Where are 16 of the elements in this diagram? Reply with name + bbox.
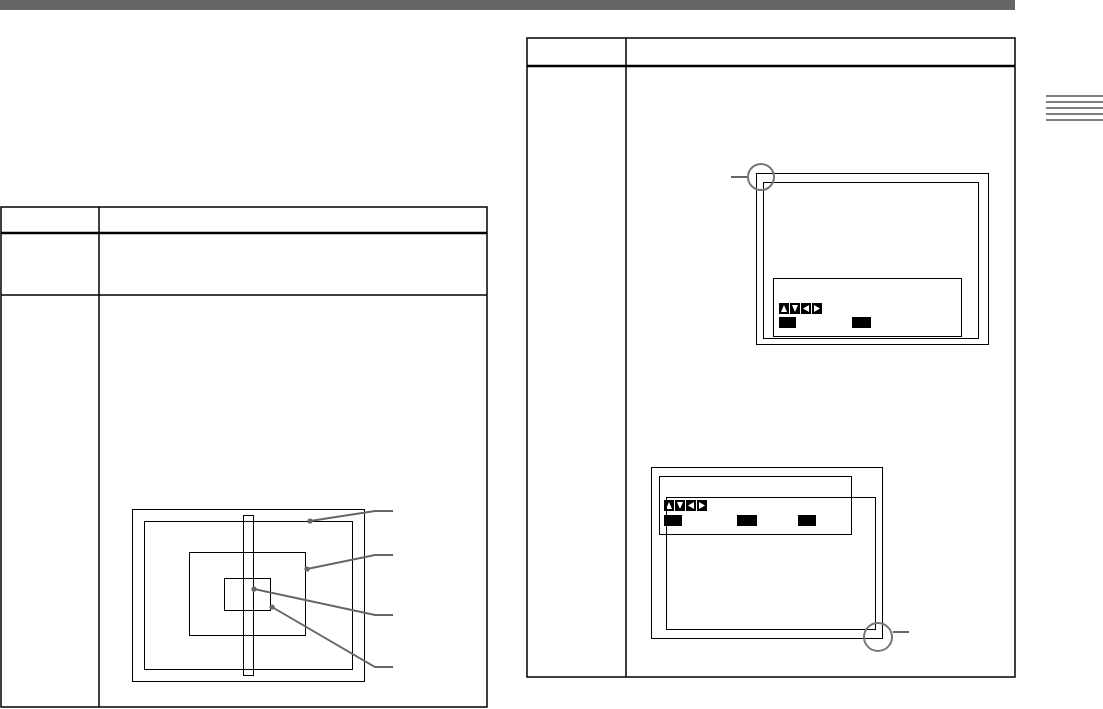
highlight-circle [747,163,775,191]
leader-line [892,631,910,633]
leader-line [304,554,394,572]
leader-line [269,604,394,668]
frame-outline [665,496,876,630]
frame-outline [651,467,883,639]
frame-outline [189,552,306,636]
frame-outline [658,475,852,535]
leader-line [307,510,394,524]
frame-outline [132,509,365,682]
frame-outline [773,278,962,337]
leader-line [251,586,394,616]
frame-outline [143,520,353,670]
frame-outline [223,577,271,611]
leader-line [730,176,748,178]
highlight-circle [863,622,893,652]
